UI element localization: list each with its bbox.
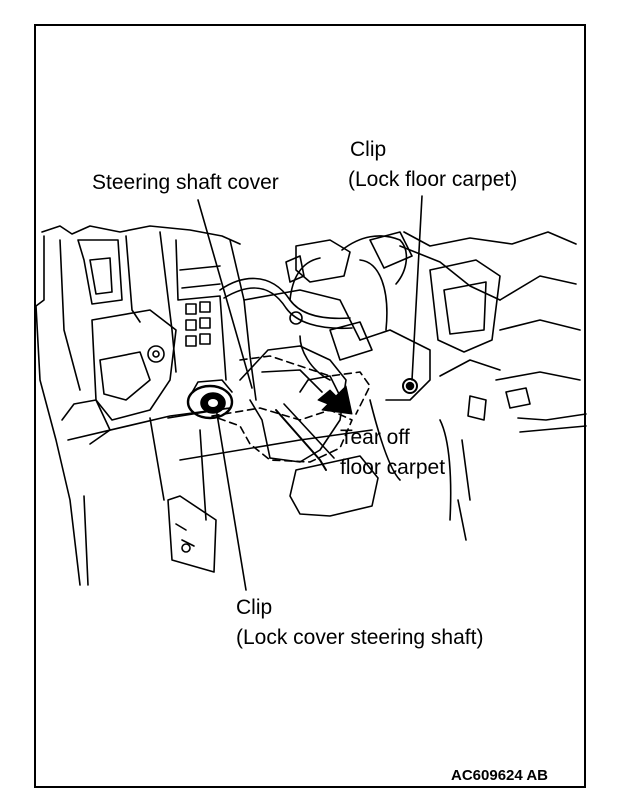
right-dash-area [359, 231, 587, 541]
figure-code: AC609624 AB [451, 767, 548, 784]
label-clip-cover-title: Clip [236, 596, 273, 619]
label-clip-cover-desc: (Lock cover steering shaft) [236, 626, 484, 649]
leader-lines [197, 195, 423, 591]
leader-steering-shaft-cover [197, 199, 253, 389]
clip-lock-cover-icon [186, 379, 234, 420]
label-clip-floor-carpet-title: Clip [350, 138, 387, 161]
wiring-harness [219, 231, 413, 381]
label-steering-shaft-cover: Steering shaft cover [92, 171, 279, 194]
clip-lock-carpet-icon [402, 378, 418, 394]
tear-direction-arrow [317, 385, 353, 415]
label-floor-carpet: floor carpet [340, 456, 446, 479]
left-side-panel [35, 225, 241, 586]
label-tear-off: Tear off [340, 426, 410, 449]
leader-clip-cover-steering [215, 407, 247, 591]
leader-clip-floor-carpet [411, 195, 423, 381]
label-clip-floor-carpet-desc: (Lock floor carpet) [348, 168, 518, 191]
figure-frame [34, 24, 586, 788]
floor-carpet-outline [211, 355, 371, 463]
steering-column [229, 239, 379, 517]
